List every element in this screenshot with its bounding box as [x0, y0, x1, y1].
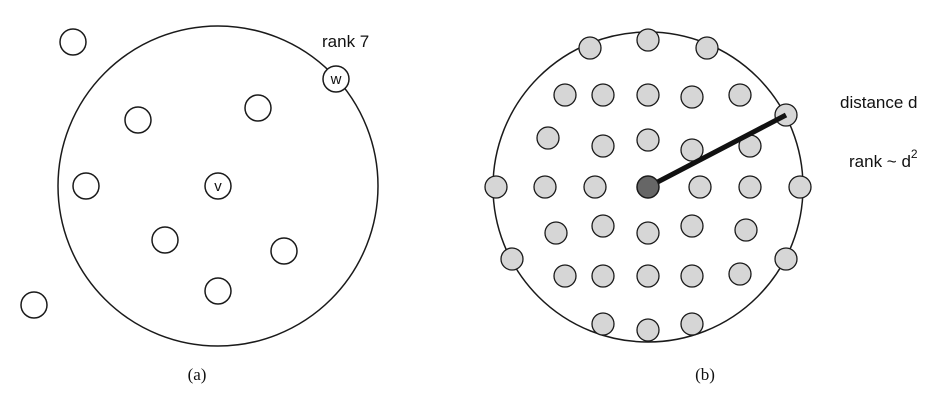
panel-b-node: [636, 318, 660, 342]
panel-b-node: [553, 83, 577, 107]
panel-b-node: [544, 221, 568, 245]
panel-b-node: [636, 264, 660, 288]
panel-b-node: [688, 175, 712, 199]
distance-line: [646, 112, 788, 190]
panel-b-node: [788, 175, 812, 199]
panel-a-caption: (a): [188, 365, 207, 384]
panel-a-node-w: [322, 65, 350, 93]
rank-d-exponent: 2: [911, 147, 918, 161]
panel-a-node: [72, 172, 100, 200]
panel-b-center-node: [636, 175, 660, 199]
panel-b-caption: (b): [695, 365, 715, 384]
panel-b-node: [728, 83, 752, 107]
panel-b-node: [738, 175, 762, 199]
panel-b-node: [774, 247, 798, 271]
distance-d-label: distance d: [840, 93, 918, 112]
node-w-label: w: [330, 71, 342, 88]
panel-a: v w rank 7 (a): [20, 25, 379, 384]
panel-b-node: [728, 262, 752, 286]
panel-a-node: [204, 277, 232, 305]
panel-b-node: [591, 264, 615, 288]
panel-b-node: [591, 83, 615, 107]
panel-a-node-outer-bottom: [20, 291, 48, 319]
rank-d-base: rank ~ d: [849, 152, 911, 171]
panel-b-node: [500, 247, 524, 271]
panel-b-node: [680, 264, 704, 288]
panel-a-node: [124, 106, 152, 134]
panel-b-node: [680, 85, 704, 109]
panel-b-node-grid: [484, 28, 812, 342]
panel-b-node: [591, 214, 615, 238]
node-v-label: v: [214, 178, 222, 195]
panel-a-node: [244, 94, 272, 122]
panel-a-node: [270, 237, 298, 265]
panel-b-node: [695, 36, 719, 60]
panel-b-node: [636, 128, 660, 152]
panel-b-node: [533, 175, 557, 199]
panel-b-node: [536, 126, 560, 150]
panel-a-node: [151, 226, 179, 254]
panel-b: distance d rank ~ d2 (b): [484, 28, 918, 384]
panel-b-node: [636, 28, 660, 52]
panel-b-node: [484, 175, 508, 199]
panel-b-node: [591, 312, 615, 336]
panel-b-node: [553, 264, 577, 288]
panel-b-node: [680, 214, 704, 238]
panel-b-node: [578, 36, 602, 60]
panel-a-node-v: [204, 172, 232, 200]
panel-b-node: [636, 221, 660, 245]
panel-a-boundary-circle: [57, 25, 379, 347]
panel-a-node-outer-top: [59, 28, 87, 56]
panel-b-node: [680, 312, 704, 336]
panel-b-node: [591, 134, 615, 158]
panel-b-node: [734, 218, 758, 242]
panel-b-node: [636, 83, 660, 107]
rank-7-label: rank 7: [322, 32, 369, 51]
panel-b-node: [680, 138, 704, 162]
panel-b-node: [583, 175, 607, 199]
rank-d-squared-label: rank ~ d2: [849, 147, 918, 171]
